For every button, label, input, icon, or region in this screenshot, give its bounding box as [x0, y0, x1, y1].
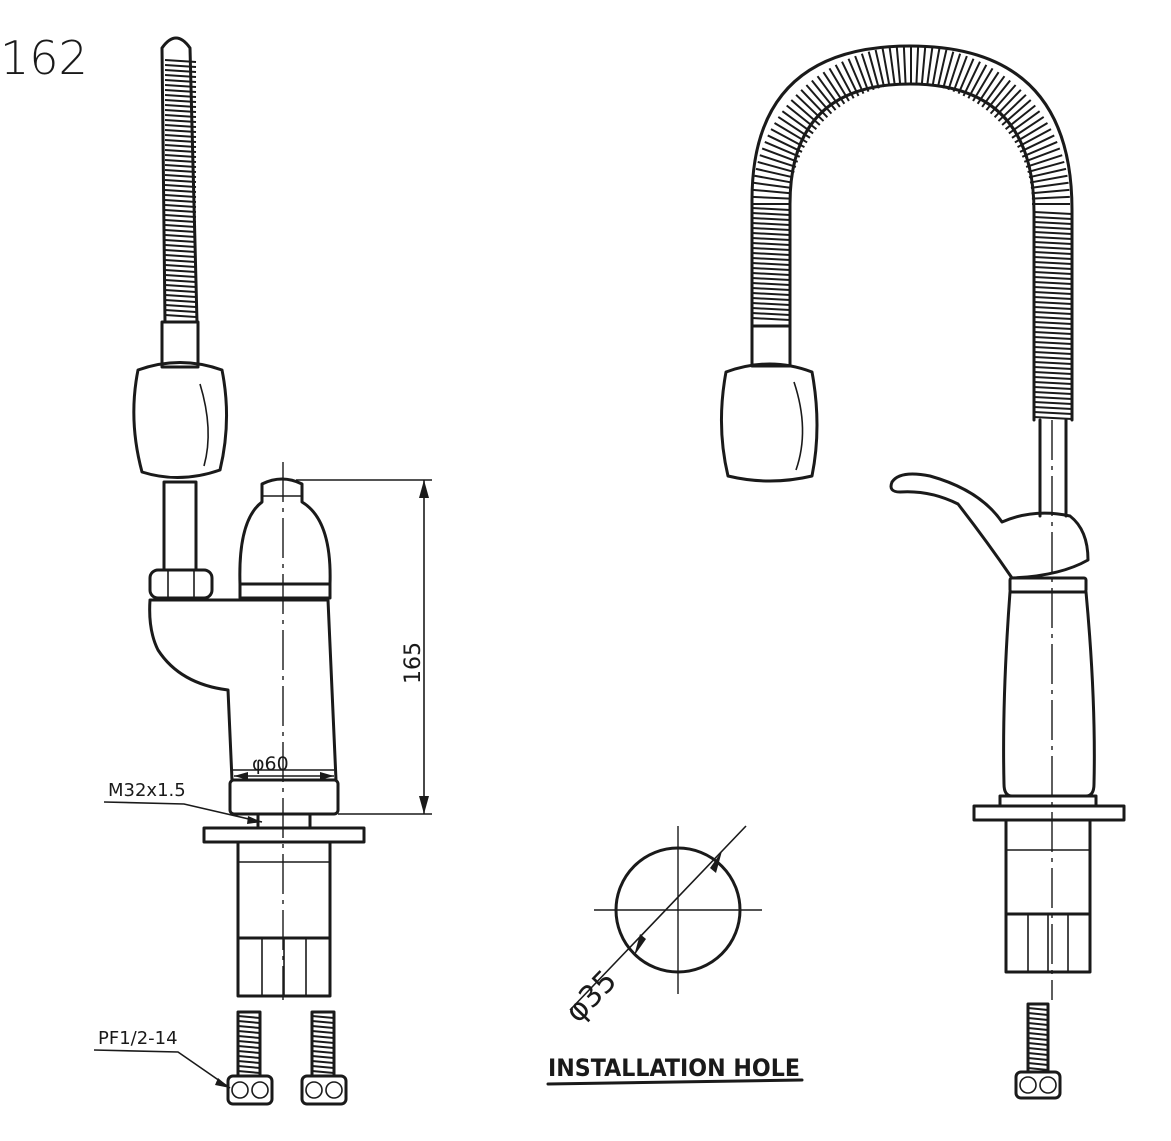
- mount-thread-callout: M32x1.5: [103, 780, 263, 824]
- inlet-thread-label: PF1/2-14: [98, 1028, 178, 1049]
- hole-diameter-label: φ35: [559, 964, 624, 1030]
- side-view-faucet: [132, 36, 366, 1106]
- installation-hole-title: INSTALLATION HOLE: [548, 1054, 800, 1082]
- inlet-thread-callout: PF1/2-14: [93, 1028, 231, 1089]
- mount-thread-label: M32x1.5: [108, 780, 186, 801]
- height-dimension: 165: [296, 479, 432, 815]
- spring-coils: [164, 59, 197, 318]
- model-number: 162: [0, 31, 88, 85]
- base-diameter-dimension: φ60: [234, 753, 334, 780]
- installation-hole-detail: φ35 INSTALLATION HOLE: [546, 825, 804, 1086]
- front-inlet-coils: [1027, 1007, 1049, 1071]
- inlet-hose-coils: [237, 1015, 335, 1074]
- height-label: 165: [401, 642, 426, 684]
- base-diameter-label: φ60: [252, 753, 289, 775]
- front-view-faucet: [719, 44, 1126, 1100]
- gooseneck-coils: [751, 46, 1073, 420]
